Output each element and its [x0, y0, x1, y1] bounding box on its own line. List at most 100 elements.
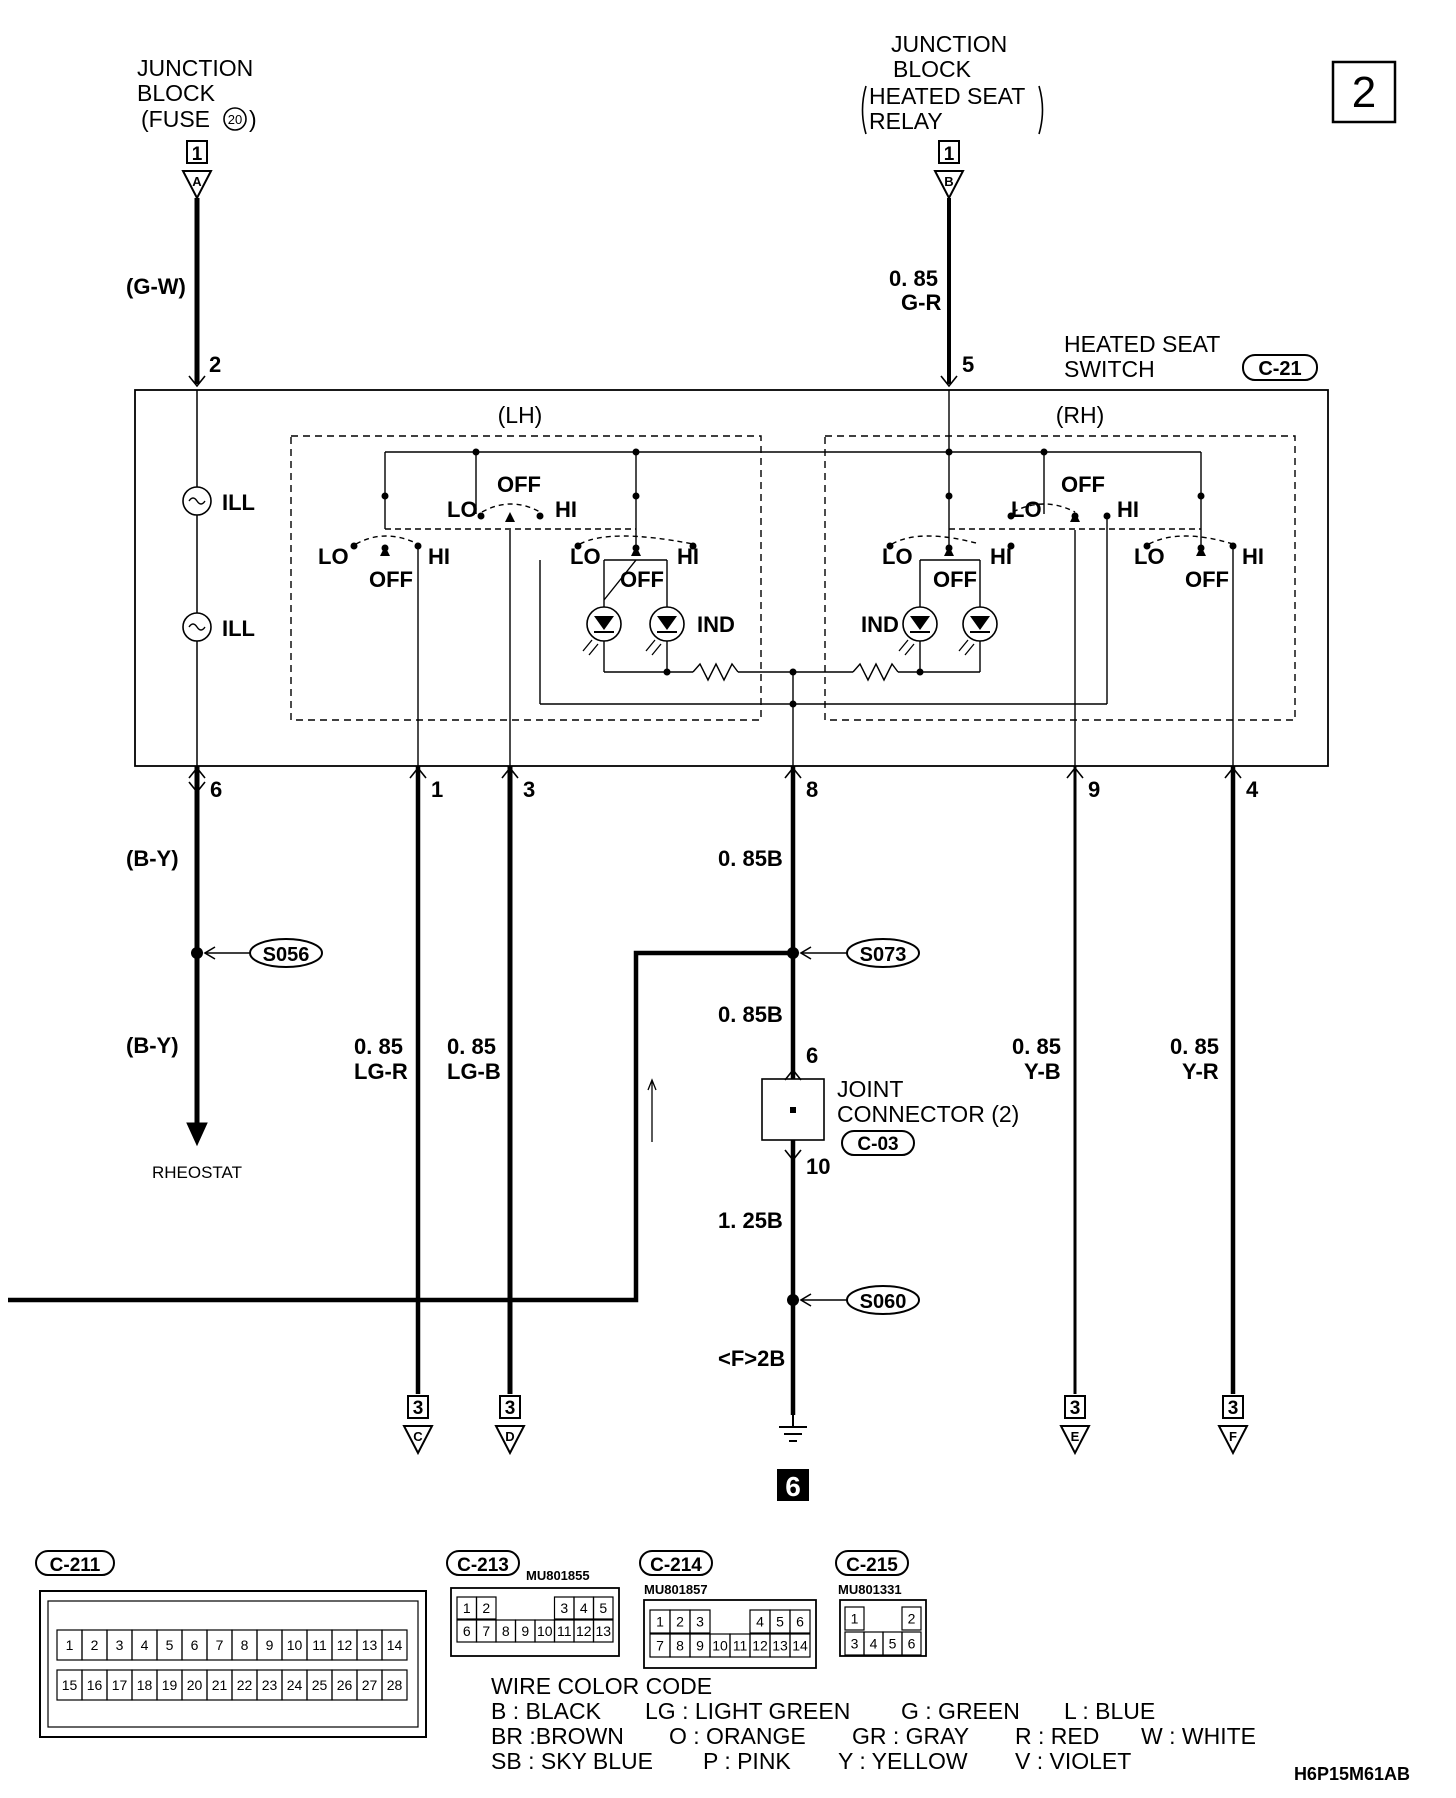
c214-pin-5: 5 [776, 1614, 784, 1630]
switch-code: C-21 [1258, 358, 1301, 380]
jc-line1: JOINT [837, 1076, 903, 1102]
c211-pin-7: 7 [216, 1637, 224, 1653]
pin-9: 9 [1088, 777, 1100, 802]
c214-pin-4: 4 [756, 1614, 764, 1630]
page-number: 2 [1352, 68, 1376, 117]
junction-left-line2: BLOCK [137, 80, 216, 106]
terminal-f-box: 3 [1228, 1398, 1239, 1419]
c211-code: C-211 [50, 1555, 101, 1576]
junction-right-line2: BLOCK [893, 56, 972, 82]
switch-internal-wiring [384, 390, 1234, 766]
wire-gw-label: (G-W) [126, 274, 186, 299]
c214-pin-9: 9 [696, 1638, 704, 1654]
c215-pin-1: 1 [851, 1611, 859, 1627]
junction-left-line1: JUNCTION [137, 55, 253, 81]
wcc-lg: LG : LIGHT GREEN [645, 1698, 850, 1724]
rh-sw3-hi: HI [1242, 544, 1264, 569]
c214-pin-6-cell [789, 1609, 811, 1634]
ground-symbol: 6 [777, 1415, 809, 1502]
c213-code: C-213 [457, 1555, 509, 1576]
c211-pin-13: 13 [362, 1637, 378, 1653]
junction-left-box: 1 [192, 144, 203, 165]
c215-pin-1-cell [844, 1606, 865, 1631]
terminal-c: 3 C [402, 1395, 434, 1456]
diagram-code: H6P15M61AB [1294, 1764, 1410, 1784]
c211-pin-16: 16 [87, 1677, 103, 1693]
c211-pin-18: 18 [137, 1677, 153, 1693]
c214-pin-3: 3 [696, 1614, 704, 1630]
indicator-leds: IND IND [582, 559, 998, 656]
wire-center-ground: <F>2B [718, 1346, 785, 1371]
wcc-b: B : BLACK [491, 1698, 602, 1724]
rh-sw2-off: OFF [1061, 472, 1105, 497]
wires-bottom [8, 766, 1242, 1415]
jc-pin-out: 10 [806, 1154, 830, 1179]
ill-label-upper: ILL [222, 490, 255, 515]
pin-6: 6 [210, 777, 222, 802]
c211-pin-11: 11 [312, 1637, 327, 1653]
c211-pin-4: 4 [141, 1637, 149, 1653]
c213-pin-12: 12 [576, 1623, 592, 1639]
wire-lgb-size: 0. 85 [447, 1034, 496, 1059]
rh-sw1-hi: HI [990, 544, 1012, 569]
pin-3: 3 [523, 777, 535, 802]
c211-pin-19: 19 [162, 1677, 178, 1693]
lh-sw1-off: OFF [497, 472, 541, 497]
c215-pin-4: 4 [870, 1636, 878, 1652]
rh-sw1-off: OFF [933, 567, 977, 592]
c215-pin-2-cell [901, 1606, 922, 1631]
c213-pin-1: 1 [463, 1600, 471, 1616]
rh-sw2-hi: HI [1117, 497, 1139, 522]
wcc-w: W : WHITE [1141, 1723, 1256, 1749]
c213-pin-8: 8 [502, 1623, 510, 1639]
c213-pin-6: 6 [463, 1623, 471, 1639]
pin-8: 8 [806, 777, 818, 802]
junction-left-line3-end: ) [249, 106, 257, 132]
jc-pin-in: 6 [806, 1043, 818, 1068]
c215-part: MU801331 [838, 1582, 902, 1597]
c213-pin-7: 7 [482, 1623, 490, 1639]
lh-sw3-off: OFF [620, 567, 664, 592]
splice-s056: S056 [263, 944, 310, 966]
c211-pin-9: 9 [266, 1637, 274, 1653]
c214-pin-8: 8 [676, 1638, 684, 1654]
junction-left-conn: A [192, 174, 202, 189]
wcc-gr: GR : GRAY [852, 1723, 969, 1749]
junction-right-conn: B [944, 174, 953, 189]
switch-title1: HEATED SEAT [1064, 331, 1220, 357]
lh-sw2-hi: HI [428, 544, 450, 569]
wcc-y: Y : YELLOW [838, 1748, 968, 1774]
rheostat-label: RHEOSTAT [152, 1163, 242, 1182]
pin-1: 1 [431, 777, 443, 802]
terminal-d: 3 D [494, 1395, 526, 1456]
c214-pin-7: 7 [656, 1638, 664, 1654]
ground-number: 6 [785, 1471, 801, 1502]
wcc-p: P : PINK [703, 1748, 791, 1774]
c213-pin-2: 2 [482, 1600, 490, 1616]
page-number-box: 2 [1331, 60, 1397, 124]
c214-pin-12: 12 [752, 1638, 768, 1654]
wire-by-bottom: (B-Y) [126, 1033, 179, 1058]
wires-top [188, 198, 958, 388]
c214-pin-11: 11 [733, 1638, 748, 1654]
fuse-number: 20 [228, 112, 242, 127]
rh-ind-label: IND [861, 612, 899, 637]
wire-yr-color: Y-R [1182, 1059, 1219, 1084]
c211-pin-26: 26 [337, 1677, 353, 1693]
c213-pin-10: 10 [537, 1623, 553, 1639]
junction-right-box: 1 [944, 144, 955, 165]
rh-sw3-lo: LO [1134, 544, 1165, 569]
pin-2: 2 [209, 352, 221, 377]
wire-by-top: (B-Y) [126, 846, 179, 871]
c213-pin-13-cell [592, 1619, 614, 1643]
rh-section [824, 435, 1296, 721]
wire-labels-lower: (B-Y) (B-Y) 0. 85B 0. 85B 1. 25B <F>2B 0… [126, 846, 1219, 1371]
terminal-d-box: 3 [505, 1398, 516, 1419]
c215-pin-6: 6 [908, 1636, 916, 1652]
c213-pin-2-cell [475, 1596, 497, 1620]
